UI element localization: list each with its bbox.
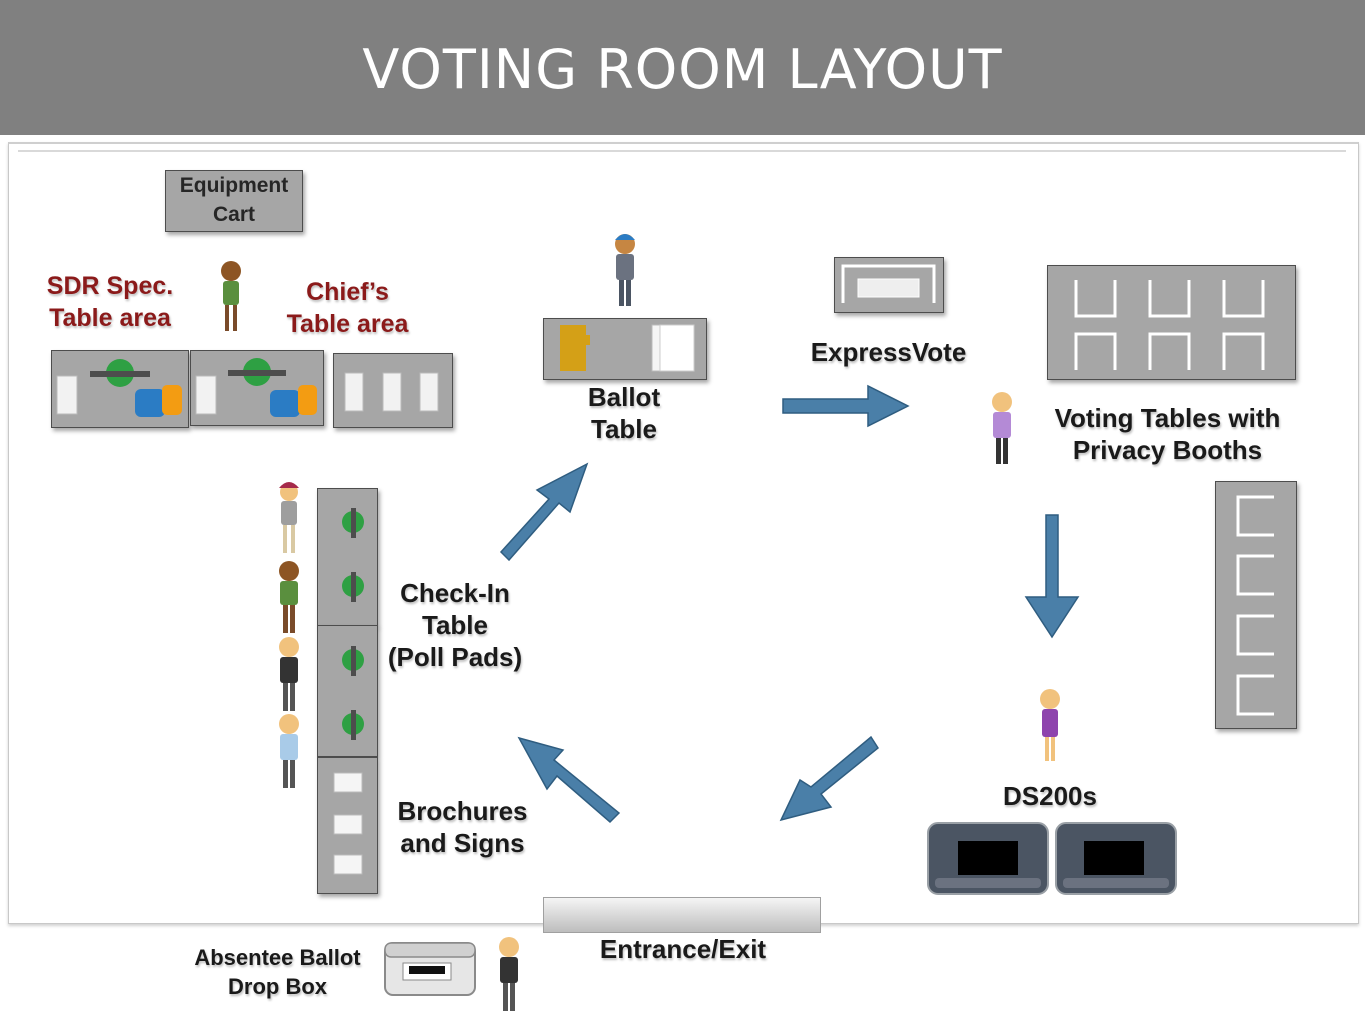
checkin-table-upper: [317, 488, 378, 626]
arrow-icon: [499, 384, 1080, 824]
scanner-icon: [927, 822, 1177, 895]
expressvote-label: ExpressVote: [796, 336, 981, 368]
absentee-dropbox-label: Absentee Ballot Drop Box: [180, 943, 375, 1001]
page-title: VOTING ROOM LAYOUT: [362, 38, 1003, 101]
ballot-table-items: [560, 324, 695, 372]
drop-box-icon: [384, 942, 476, 996]
poll-pad-icons: [342, 508, 364, 740]
checkin-table-lower: [317, 625, 378, 757]
entrance-exit-bar: [543, 897, 821, 933]
privacy-booth-icon: [1074, 280, 1274, 716]
voting-tables-booths-side: [1215, 481, 1297, 729]
ds200s-label-text: DS200s: [1003, 781, 1097, 811]
ballot-label-line2: Table: [591, 414, 657, 444]
room-wall-line: [18, 150, 1346, 152]
voting-tables-label-line2: Privacy Booths: [1072, 435, 1263, 465]
absentee-label-line1: Absentee Ballot: [194, 945, 361, 970]
voting-tables-label-line1: Voting Tables with: [1054, 403, 1281, 433]
ds200s-label: DS200s: [990, 780, 1110, 812]
checkin-label: Check-In Table (Poll Pads): [375, 577, 535, 673]
entrance-exit-label-text: Entrance/Exit: [599, 934, 767, 964]
brochures-label: Brochures and Signs: [385, 795, 540, 859]
chiefs-table-items: [195, 358, 439, 417]
sdr-table-items: [56, 359, 182, 417]
checkin-label-line2: Table: [422, 610, 488, 640]
header-bar: VOTING ROOM LAYOUT: [0, 0, 1365, 135]
voting-tables-booths: [1047, 265, 1296, 380]
absentee-label-line2: Drop Box: [228, 974, 327, 999]
voting-tables-label: Voting Tables with Privacy Booths: [1035, 402, 1300, 466]
brochures-label-line1: Brochures: [397, 796, 528, 826]
equipment-cart-text: Equipment Cart: [179, 174, 289, 226]
expressvote-screen: [841, 264, 936, 303]
expressvote-label-text: ExpressVote: [810, 337, 967, 367]
sdr-spec-label-line2: Table area: [49, 304, 171, 332]
ballot-label-line1: Ballot: [587, 382, 661, 412]
checkin-label-line1: Check-In: [400, 578, 510, 608]
chiefs-label-line2: Table area: [286, 310, 409, 338]
entrance-exit-label: Entrance/Exit: [583, 933, 783, 965]
chiefs-label-line1: Chief’s: [306, 278, 389, 306]
brochure-icons: [333, 772, 363, 875]
sdr-spec-label: SDR Spec. Table area: [30, 270, 190, 334]
brochures-label-line2: and Signs: [400, 828, 525, 858]
ballot-table-label: Ballot Table: [560, 381, 688, 445]
sdr-spec-label-line1: SDR Spec.: [46, 272, 174, 300]
chiefs-label: Chief’s Table area: [270, 276, 425, 340]
person-icon: [221, 234, 1060, 1011]
equipment-cart-label: Equipment Cart: [166, 171, 302, 229]
equipment-cart: [165, 170, 303, 232]
checkin-label-line3: (Poll Pads): [387, 642, 523, 672]
